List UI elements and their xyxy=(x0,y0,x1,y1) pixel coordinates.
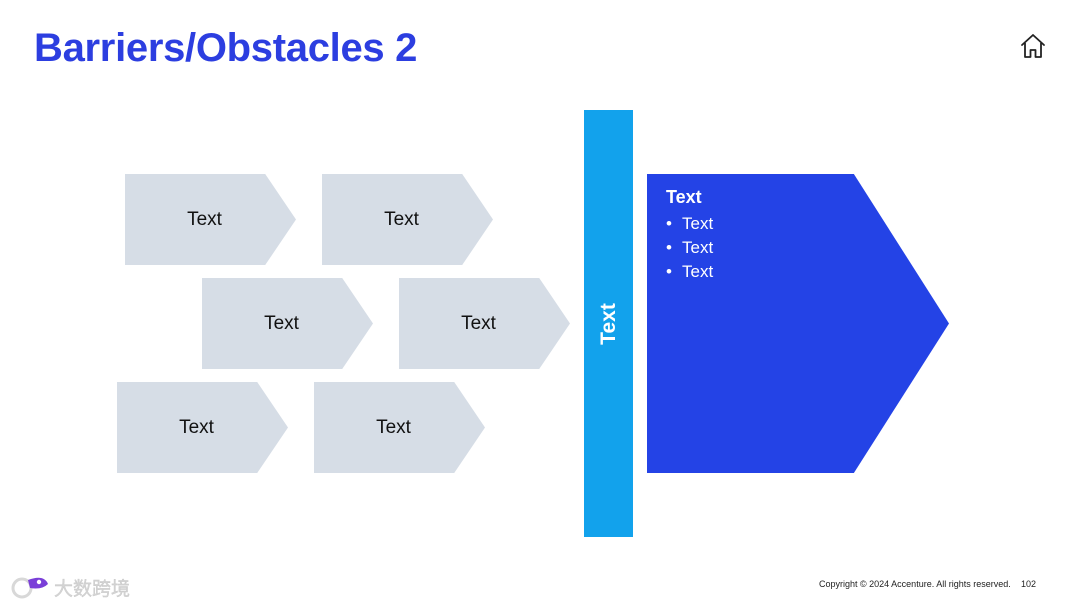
obstacle-arrow-label: Text xyxy=(384,208,419,230)
obstacle-arrow: Text xyxy=(202,278,373,369)
outcome-arrow: Text Text Text Text xyxy=(647,174,949,473)
watermark-mark-icon xyxy=(11,577,48,599)
obstacle-arrow-label: Text xyxy=(461,312,496,334)
obstacle-arrow-label: Text xyxy=(264,312,299,334)
home-icon[interactable] xyxy=(1019,32,1047,60)
obstacle-arrow: Text xyxy=(399,278,570,369)
page-number: 102 xyxy=(1021,579,1037,589)
obstacle-arrow: Text xyxy=(125,174,296,265)
obstacle-arrow: Text xyxy=(117,382,288,473)
outcome-title: Text xyxy=(666,187,702,207)
slide-title: Barriers/Obstacles 2 xyxy=(34,26,418,70)
obstacle-arrow: Text xyxy=(322,174,493,265)
outcome-bullet: Text xyxy=(666,236,713,260)
copyright-text: Copyright © 2024 Accenture. All rights r… xyxy=(819,579,1011,589)
obstacle-arrow-label: Text xyxy=(187,208,222,230)
watermark-logo: 大数跨境 xyxy=(11,577,130,600)
obstacle-arrow-label: Text xyxy=(376,416,411,438)
barrier-label: Text xyxy=(596,302,620,345)
barrier-bar: Text xyxy=(584,110,633,537)
outcome-bullet: Text xyxy=(666,260,713,284)
outcome-bullet: Text xyxy=(666,212,713,236)
obstacle-arrow-label: Text xyxy=(179,416,214,438)
obstacle-arrow: Text xyxy=(314,382,485,473)
watermark-text: 大数跨境 xyxy=(54,578,130,600)
outcome-bullet-list: Text Text Text xyxy=(666,212,713,284)
